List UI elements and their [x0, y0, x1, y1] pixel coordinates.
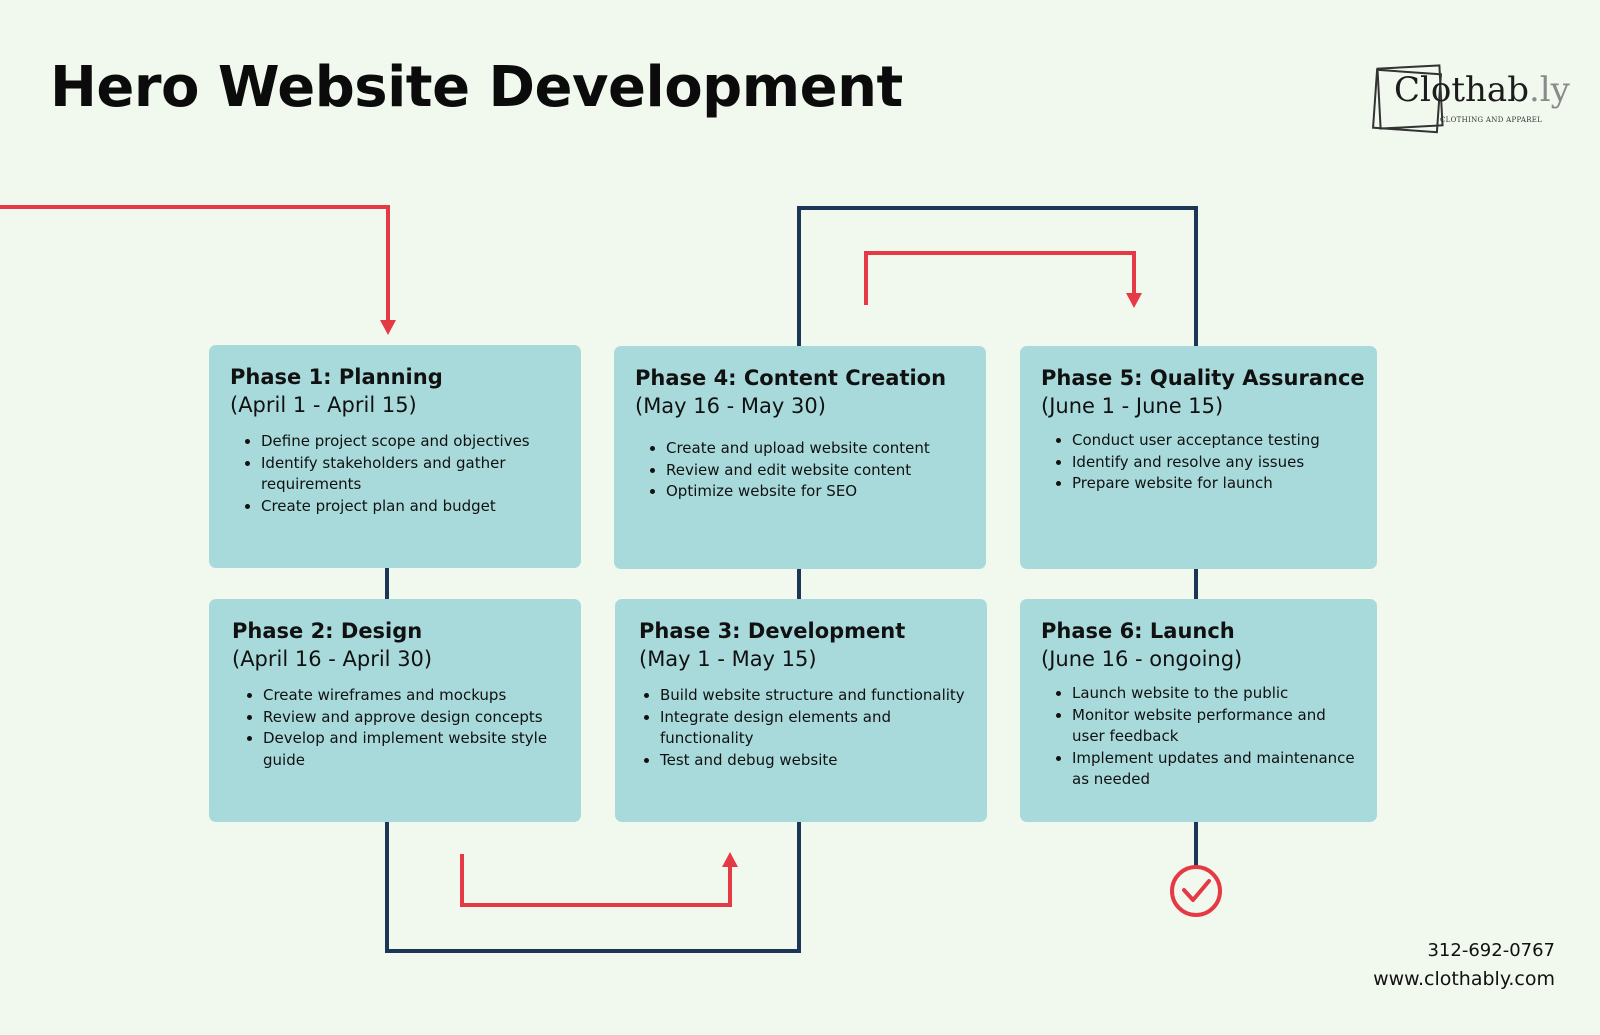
- phase-card-1: Phase 1: Planning (April 1 - April 15) D…: [209, 345, 581, 568]
- list-item: Identify and resolve any issues: [1072, 452, 1357, 474]
- phase-dates: (June 16 - ongoing): [1041, 647, 1243, 671]
- list-item: Create wireframes and mockups: [263, 685, 561, 707]
- list-item: Build website structure and functionalit…: [660, 685, 967, 707]
- connector-line-4-5: [797, 206, 1198, 346]
- list-item: Review and approve design concepts: [263, 707, 561, 729]
- arrowhead-down: [380, 320, 396, 335]
- logo-wordmark: Clothab.ly: [1394, 70, 1570, 110]
- phase-title: Phase 2: Design: [232, 619, 423, 643]
- phase-card-4: Phase 4: Content Creation (May 16 - May …: [614, 346, 986, 569]
- phase-dates: (April 1 - April 15): [230, 393, 417, 417]
- logo-tagline: CLOTHING AND APPAREL: [1440, 116, 1543, 124]
- phase-dates: (May 16 - May 30): [635, 394, 826, 418]
- list-item: Integrate design elements and functional…: [660, 707, 967, 750]
- list-item: Test and debug website: [660, 750, 967, 772]
- phase-title: Phase 1: Planning: [230, 365, 443, 389]
- phase-task-list: Create wireframes and mockups Review and…: [232, 685, 561, 771]
- contact-website: www.clothably.com: [1373, 968, 1555, 990]
- phase-card-3: Phase 3: Development (May 1 - May 15) Bu…: [615, 599, 987, 822]
- phase-task-list: Create and upload website content Review…: [635, 438, 966, 503]
- phase-task-list: Define project scope and objectives Iden…: [230, 431, 561, 517]
- phase-title: Phase 6: Launch: [1041, 619, 1235, 643]
- phase-dates: (April 16 - April 30): [232, 647, 433, 671]
- phase-title: Phase 4: Content Creation: [635, 366, 947, 390]
- check-circle-icon: [1170, 865, 1222, 917]
- list-item: Create and upload website content: [666, 438, 966, 460]
- phase-card-5: Phase 5: Quality Assurance (June 1 - Jun…: [1020, 346, 1377, 569]
- list-item: Define project scope and objectives: [261, 431, 561, 453]
- phase-dates: (June 1 - June 15): [1041, 394, 1224, 418]
- phase-title: Phase 5: Quality Assurance: [1041, 366, 1365, 390]
- page-title: Hero Website Development: [50, 55, 903, 120]
- contact-phone: 312-692-0767: [1427, 940, 1555, 961]
- phase-card-2: Phase 2: Design (April 16 - April 30) Cr…: [209, 599, 581, 822]
- arrow-phase2-to-phase3: [460, 854, 732, 907]
- list-item: Optimize website for SEO: [666, 481, 966, 503]
- list-item: Create project plan and budget: [261, 496, 561, 518]
- brand-logo: Clothab.ly CLOTHING AND APPAREL: [1371, 62, 1570, 134]
- list-item: Monitor website performance and user fee…: [1072, 705, 1357, 748]
- arrow-phase4-to-phase5: [864, 251, 1136, 305]
- list-item: Identify stakeholders and gather require…: [261, 453, 561, 496]
- phase-task-list: Build website structure and functionalit…: [639, 685, 967, 771]
- list-item: Launch website to the public: [1072, 683, 1357, 705]
- phase-title: Phase 3: Development: [639, 619, 906, 643]
- list-item: Develop and implement website style guid…: [263, 728, 561, 771]
- connector-line-2-3: [385, 818, 801, 953]
- list-item: Implement updates and maintenance as nee…: [1072, 748, 1357, 791]
- list-item: Prepare website for launch: [1072, 473, 1357, 495]
- list-item: Conduct user acceptance testing: [1072, 430, 1357, 452]
- list-item: Review and edit website content: [666, 460, 966, 482]
- phase-dates: (May 1 - May 15): [639, 647, 817, 671]
- phase-task-list: Conduct user acceptance testing Identify…: [1041, 430, 1357, 495]
- phase-task-list: Launch website to the public Monitor web…: [1041, 683, 1357, 791]
- arrowhead-down: [1126, 293, 1142, 308]
- arrow-start-to-phase1: [0, 205, 390, 320]
- arrowhead-up: [722, 852, 738, 867]
- phase-card-6: Phase 6: Launch (June 16 - ongoing) Laun…: [1020, 599, 1377, 822]
